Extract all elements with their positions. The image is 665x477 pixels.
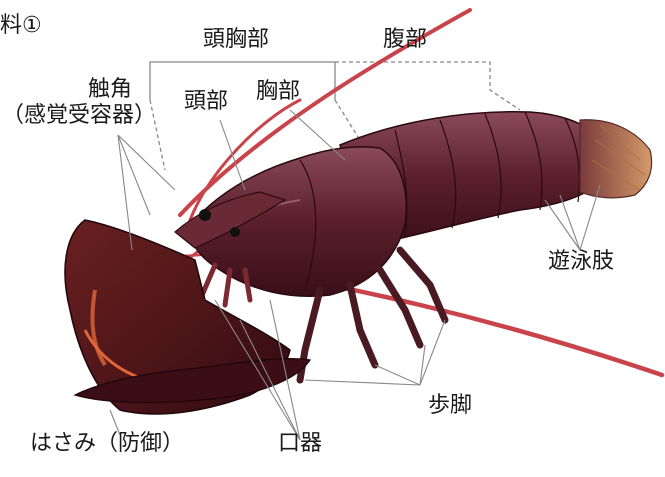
label-antenna-note: （感覚受容器） <box>2 104 156 128</box>
tail-fan <box>580 120 652 198</box>
label-mouthparts: 口器 <box>278 432 322 456</box>
label-abdomen: 腹部 <box>383 28 427 52</box>
label-swimmerets: 遊泳肢 <box>548 250 614 274</box>
label-head: 頭部 <box>184 90 228 114</box>
corner-label: 料① <box>0 14 42 38</box>
label-antenna: 触角 <box>88 78 132 102</box>
label-cephalothorax: 頭胸部 <box>203 28 269 52</box>
eye <box>199 209 211 221</box>
label-walking-legs: 歩脚 <box>428 394 472 418</box>
label-claw: はさみ（防御） <box>30 432 184 456</box>
label-thorax: 胸部 <box>256 80 300 104</box>
